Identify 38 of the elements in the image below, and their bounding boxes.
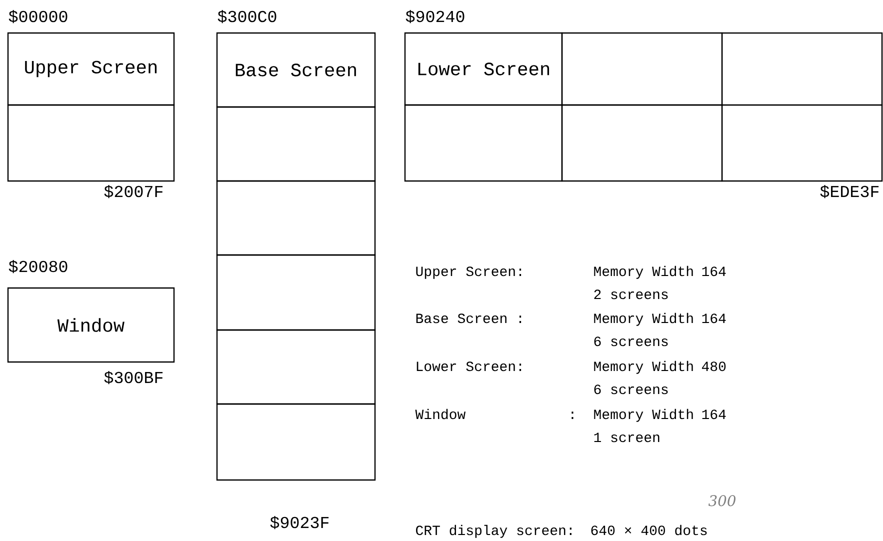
memory-screen-box: Window bbox=[7, 287, 175, 363]
memory-screen-box bbox=[216, 329, 376, 405]
table-text: CRT display screen: bbox=[416, 524, 572, 538]
table-text: 480 bbox=[702, 362, 726, 372]
memory-screen-box bbox=[404, 104, 563, 182]
table-text: Window bbox=[415, 408, 466, 420]
address-label: $300C0 bbox=[218, 10, 276, 24]
memory-screen-box bbox=[7, 104, 175, 182]
table-text: Memory Width bbox=[594, 266, 693, 279]
memory-screen-box: Upper Screen bbox=[7, 32, 175, 106]
table-text: Memory Width bbox=[594, 312, 693, 326]
address-label: $9023F bbox=[270, 516, 329, 530]
table-text: : bbox=[572, 412, 574, 419]
memory-screen-box bbox=[721, 32, 883, 106]
table-text: 640 × 400 dots bbox=[591, 524, 707, 536]
handwritten-note: 300 bbox=[708, 495, 736, 506]
address-label: $90240 bbox=[406, 10, 464, 24]
memory-screen-box bbox=[216, 180, 376, 256]
table-text: Memory Width bbox=[594, 408, 693, 422]
table-text: Upper Screen: bbox=[416, 266, 522, 279]
memory-screen-box bbox=[561, 104, 723, 182]
memory-screen-box bbox=[561, 32, 723, 106]
table-text: Memory Width bbox=[594, 360, 693, 374]
memory-screen-box bbox=[721, 104, 883, 182]
table-text: 1 screen bbox=[594, 432, 660, 442]
table-text: Lower Screen: bbox=[416, 362, 522, 372]
memory-screen-box bbox=[216, 106, 376, 182]
table-text: 164 bbox=[702, 314, 726, 324]
table-text: 164 bbox=[702, 266, 726, 276]
table-text: 6 screens bbox=[594, 336, 668, 346]
table-text: 6 screens bbox=[594, 384, 668, 394]
memory-screen-box: Lower Screen bbox=[404, 32, 563, 106]
table-text: 2 screens bbox=[594, 290, 668, 300]
memory-screen-box: Base Screen bbox=[216, 32, 376, 108]
table-text: Base Screen : bbox=[416, 314, 522, 324]
memory-screen-box bbox=[216, 403, 376, 481]
table-text: 164 bbox=[702, 410, 726, 420]
memory-screen-box bbox=[216, 254, 376, 331]
